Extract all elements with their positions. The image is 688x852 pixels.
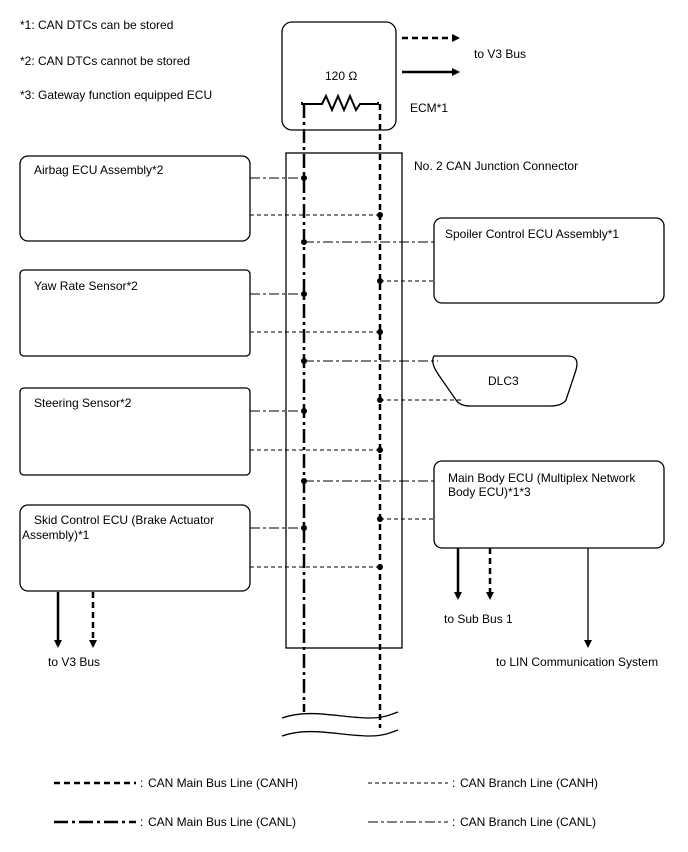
legend-prefix: : xyxy=(140,815,143,829)
main-body-ecu-box xyxy=(433,460,665,549)
steering-sensor-box xyxy=(19,387,251,476)
bus-break-upper xyxy=(281,711,399,719)
note-1: *1: CAN DTCs can be stored xyxy=(20,18,173,32)
junction-dot xyxy=(301,239,307,245)
ecm-to-v3-label: to V3 Bus xyxy=(474,47,526,61)
lin-label: to LIN Communication System xyxy=(496,655,658,669)
legend-label-branch-canl: CAN Branch Line (CANL) xyxy=(460,815,596,829)
legend-prefix: : xyxy=(140,776,143,790)
bus-break-lower xyxy=(281,729,399,737)
main-body-ecu-label-line1: Main Body ECU (Multiplex Network xyxy=(448,471,636,485)
junction-dot xyxy=(301,358,307,364)
junction-dot xyxy=(301,478,307,484)
junction-connector-label: No. 2 CAN Junction Connector xyxy=(414,159,578,173)
skid-control-ecu-label-line1: Skid Control ECU (Brake Actuator xyxy=(34,513,214,527)
legend-label-branch-canh: CAN Branch Line (CANH) xyxy=(460,776,598,790)
yaw-rate-sensor-label: Yaw Rate Sensor*2 xyxy=(34,279,138,293)
steering-sensor-label: Steering Sensor*2 xyxy=(34,396,132,410)
junction-dot xyxy=(377,329,383,335)
yaw-rate-sensor-box xyxy=(19,269,251,357)
junction-dot xyxy=(377,447,383,453)
skid-control-ecu-box xyxy=(19,504,251,592)
dlc3-connector-shape xyxy=(432,355,578,407)
dlc3-label: DLC3 xyxy=(488,374,519,388)
ecm-label: ECM*1 xyxy=(410,101,448,115)
junction-dot xyxy=(377,278,383,284)
junction-dot xyxy=(377,212,383,218)
spoiler-control-ecu-box xyxy=(433,217,665,304)
legend: : CAN Main Bus Line (CANH) : CAN Branch … xyxy=(54,776,598,829)
sub-bus-label: to Sub Bus 1 xyxy=(444,612,513,626)
skid-control-ecu-label-line2: Assembly)*1 xyxy=(22,528,90,542)
airbag-ecu-box xyxy=(19,155,251,242)
legend-label-main-canh: CAN Main Bus Line (CANH) xyxy=(148,776,298,790)
legend-prefix: : xyxy=(452,815,455,829)
junction-dot xyxy=(301,291,307,297)
note-3: *3: Gateway function equipped ECU xyxy=(20,88,212,102)
right-branch-lines xyxy=(304,241,462,520)
main-body-ecu-label-line2: Body ECU)*1*3 xyxy=(448,485,531,499)
junction-dot xyxy=(377,564,383,570)
junction-dots xyxy=(301,175,383,570)
junction-dot xyxy=(301,525,307,531)
junction-dot xyxy=(377,516,383,522)
legend-label-main-canl: CAN Main Bus Line (CANL) xyxy=(148,815,296,829)
junction-dot xyxy=(301,408,307,414)
legend-prefix: : xyxy=(452,776,455,790)
ecm-resistor-label: 120 Ω xyxy=(325,69,357,83)
spoiler-control-ecu-label: Spoiler Control ECU Assembly*1 xyxy=(445,227,619,241)
left-branch-lines xyxy=(250,177,380,568)
note-2: *2: CAN DTCs cannot be stored xyxy=(20,54,190,68)
airbag-ecu-label: Airbag ECU Assembly*2 xyxy=(34,163,164,177)
junction-dot xyxy=(301,175,307,181)
resistor-120-ohm xyxy=(301,93,379,113)
junction-dot xyxy=(377,397,383,403)
skid-to-v3-label: to V3 Bus xyxy=(48,655,100,669)
